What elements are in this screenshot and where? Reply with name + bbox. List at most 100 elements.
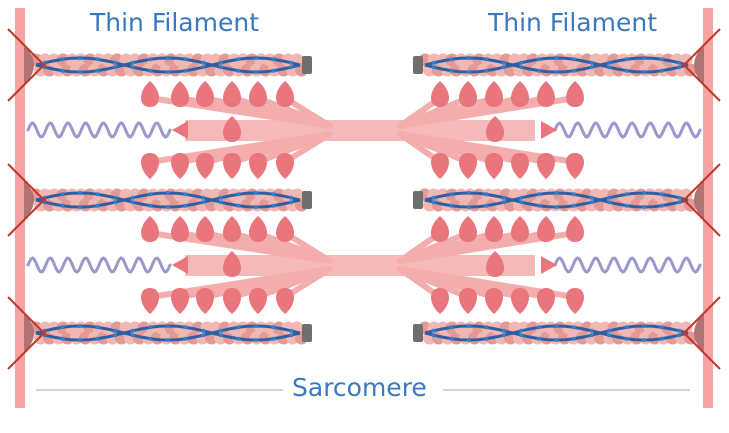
- titin-right-1: [553, 256, 702, 274]
- myosin-head: [431, 216, 449, 242]
- thin-filament-end-cap: [302, 191, 312, 209]
- troponin-dot: [537, 336, 541, 341]
- z-anchor-line: [7, 330, 47, 370]
- myosin-tail: [185, 135, 535, 138]
- myosin-head: [141, 153, 159, 179]
- troponin-dot: [218, 333, 223, 338]
- troponin-dot: [624, 203, 629, 208]
- myosin-head: [537, 216, 555, 242]
- troponin-dot: [271, 68, 276, 73]
- troponin-dot: [607, 333, 612, 338]
- troponin-dot: [236, 203, 241, 208]
- thin-filament-left-1: [29, 188, 312, 212]
- troponin-dot: [642, 70, 647, 74]
- myosin-head: [249, 288, 267, 314]
- myosin-tail: [185, 138, 535, 141]
- myosin-head: [485, 216, 503, 242]
- myosin-tail: [185, 120, 535, 123]
- myosin-head: [276, 81, 294, 107]
- thin-filament-end-cap: [302, 56, 312, 74]
- troponin-dot: [183, 68, 188, 73]
- troponin-dot: [60, 68, 65, 73]
- myosin-tail: [185, 126, 535, 129]
- troponin-dot: [289, 333, 294, 338]
- myosin-head: [223, 251, 241, 277]
- actin-bead: [684, 331, 697, 345]
- z-anchor-line: [681, 197, 721, 237]
- thin-filament-end-cap: [413, 191, 423, 209]
- troponin-dot: [254, 70, 258, 74]
- troponin-dot: [484, 325, 489, 330]
- thick-filament-tip-left: [172, 256, 188, 274]
- myosin-head: [223, 116, 241, 142]
- troponin-dot: [183, 57, 188, 62]
- troponin-dot: [572, 192, 576, 197]
- troponin-dot: [589, 60, 594, 65]
- myosin-head: [486, 116, 504, 142]
- z-anchor-line: [681, 163, 721, 203]
- myosin-head: [485, 81, 503, 107]
- troponin-dot: [519, 60, 524, 65]
- troponin-dot: [148, 57, 153, 62]
- troponin-dot: [148, 192, 153, 197]
- troponin-dot: [501, 60, 506, 65]
- myosin-head: [511, 288, 529, 314]
- troponin-dot: [113, 60, 118, 65]
- troponin-dot: [484, 57, 489, 62]
- troponin-dot: [501, 328, 506, 333]
- myosin-head: [485, 153, 503, 179]
- myosin-tail: [185, 267, 535, 270]
- troponin-dot: [254, 324, 258, 328]
- troponin-dot: [130, 200, 135, 205]
- myosin-tail: [185, 132, 535, 135]
- troponin-dot: [78, 338, 82, 342]
- thick-filament-1: [141, 216, 584, 314]
- troponin-dot: [236, 336, 241, 341]
- myosin-head: [537, 81, 555, 107]
- myosin-head: [249, 81, 267, 107]
- troponin-dot: [519, 65, 524, 70]
- myosin-head: [223, 288, 241, 314]
- troponin-dot: [501, 333, 506, 338]
- troponin-dot: [501, 195, 506, 200]
- troponin-dot: [271, 336, 276, 341]
- troponin-dot: [95, 57, 100, 62]
- z-disc-left: [15, 8, 25, 408]
- troponin-dot: [201, 333, 206, 338]
- troponin-dot: [642, 191, 647, 195]
- troponin-dot: [166, 324, 170, 328]
- thin-filament-end-cap: [413, 324, 423, 342]
- myosin-head: [459, 153, 477, 179]
- troponin-dot: [519, 200, 524, 205]
- thin-filament-right-0: [413, 53, 697, 77]
- myosin-head: [511, 153, 529, 179]
- thick-filament-0: [141, 81, 584, 179]
- troponin-dot: [95, 325, 100, 330]
- troponin-dot: [201, 60, 206, 65]
- troponin-dot: [254, 56, 258, 60]
- myosin-head: [276, 288, 294, 314]
- troponin-dot: [484, 192, 489, 197]
- troponin-dot: [201, 328, 206, 333]
- thin-filament-label-left: Thin Filament: [90, 8, 260, 37]
- thick-filaments: [141, 81, 584, 314]
- titin-springs: [26, 121, 702, 274]
- troponin-dot: [289, 328, 294, 333]
- troponin-dot: [95, 192, 100, 197]
- troponin-dot: [642, 324, 647, 328]
- troponin-dot: [431, 60, 436, 65]
- thin-filament-left-0: [29, 53, 312, 77]
- troponin-dot: [113, 65, 118, 70]
- troponin-dot: [78, 56, 82, 60]
- troponin-dot: [236, 192, 241, 197]
- troponin-dot: [60, 203, 65, 208]
- z-anchor-cap-right: [694, 180, 704, 220]
- troponin-dot: [60, 57, 65, 62]
- troponin-dot: [218, 60, 223, 65]
- myosin-head: [537, 288, 555, 314]
- troponin-dot: [431, 328, 436, 333]
- troponin-dot: [659, 325, 664, 330]
- z-anchor-cap-left: [24, 45, 34, 85]
- troponin-dot: [554, 205, 559, 209]
